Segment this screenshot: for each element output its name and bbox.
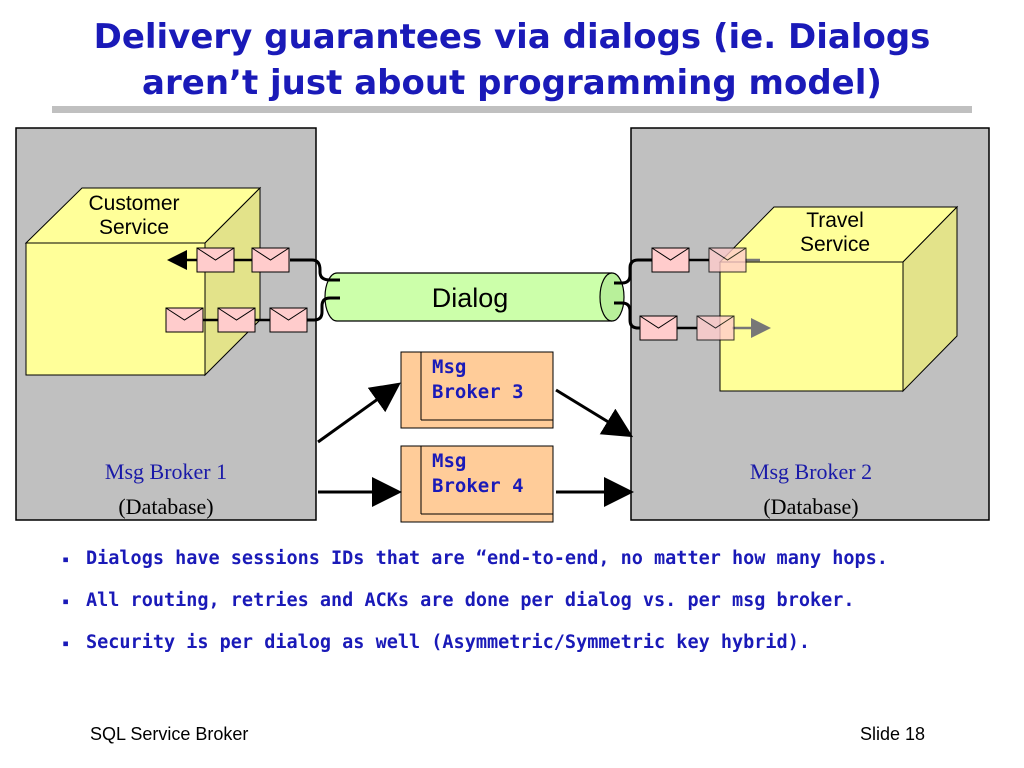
msg-broker-1-label: Msg Broker 1 <box>104 459 228 484</box>
travel-service-cube <box>718 205 959 393</box>
bullet-text: Security is per dialog as well (Asymmetr… <box>86 632 810 653</box>
bullet-marker-icon: ▪ <box>62 552 70 566</box>
customer-service-label-line-1: Customer <box>88 192 180 215</box>
bullet-item: ▪ All routing, retries and ACKs are done… <box>60 586 960 616</box>
envelope-icon <box>269 307 308 333</box>
title-underline <box>52 106 972 113</box>
msg-broker-2-label: Msg Broker 2 <box>749 459 873 484</box>
slide-title-line-2: aren’t just about programming model) <box>142 63 882 103</box>
bullet-marker-icon: ▪ <box>62 636 70 650</box>
envelope-icon <box>708 247 747 273</box>
dialog-pipe <box>324 272 625 322</box>
msg-broker-3-label-line-2: Broker 3 <box>432 381 524 403</box>
envelope-icon <box>217 307 256 333</box>
msg-broker-3-label: Msg Broker 3 <box>432 355 550 405</box>
bullet-list: ▪ Dialogs have sessions IDs that are “en… <box>60 544 960 670</box>
msg-broker-1-sublabel: (Database) <box>118 494 214 519</box>
travel-service-label-line-1: Travel <box>806 209 864 232</box>
msg-broker-4-label-line-1: Msg <box>432 450 467 472</box>
bullet-item: ▪ Dialogs have sessions IDs that are “en… <box>60 544 960 574</box>
msg-broker-3-label-line-1: Msg <box>432 356 467 378</box>
left-bottom-connector <box>306 296 340 322</box>
msg-broker-4-box <box>400 445 554 523</box>
envelope-icon <box>196 247 235 273</box>
bullet-item: ▪ Security is per dialog as well (Asymme… <box>60 628 960 658</box>
footer-presentation-title: SQL Service Broker <box>90 724 249 744</box>
dialog-label: Dialog <box>431 283 509 313</box>
envelope-icon <box>639 315 678 341</box>
msg-broker-4-label: Msg Broker 4 <box>432 449 550 499</box>
right-bottom-connector <box>614 301 642 330</box>
bullet-text: All routing, retries and ACKs are done p… <box>86 590 855 611</box>
msg-broker-4-label-line-2: Broker 4 <box>432 475 524 497</box>
bullet-marker-icon: ▪ <box>62 594 70 608</box>
customer-service-label-line-2: Service <box>98 216 170 239</box>
travel-service-label: Travel Service <box>760 209 910 257</box>
bullet-text: Dialogs have sessions IDs that are “end-… <box>86 548 888 569</box>
envelope-icon <box>251 247 290 273</box>
travel-service-label-line-2: Service <box>799 233 871 256</box>
footer-slide-number: Slide 18 <box>860 724 926 744</box>
route-arrow-b1-to-b3 <box>317 382 401 444</box>
slide-title-line-1: Delivery guarantees via dialogs (ie. Dia… <box>93 17 931 57</box>
right-top-connector <box>614 258 652 285</box>
msg-broker-3-box <box>400 351 554 429</box>
envelope-icon <box>696 315 735 341</box>
msg-broker-2-sublabel: (Database) <box>763 494 859 519</box>
envelope-icon <box>651 247 690 273</box>
route-arrow-b3-to-b2 <box>555 388 634 438</box>
envelope-icon <box>165 307 204 333</box>
left-top-connector <box>290 258 340 282</box>
customer-service-label: Customer Service <box>64 192 204 240</box>
slide-title: Delivery guarantees via dialogs (ie. Dia… <box>0 14 1024 106</box>
